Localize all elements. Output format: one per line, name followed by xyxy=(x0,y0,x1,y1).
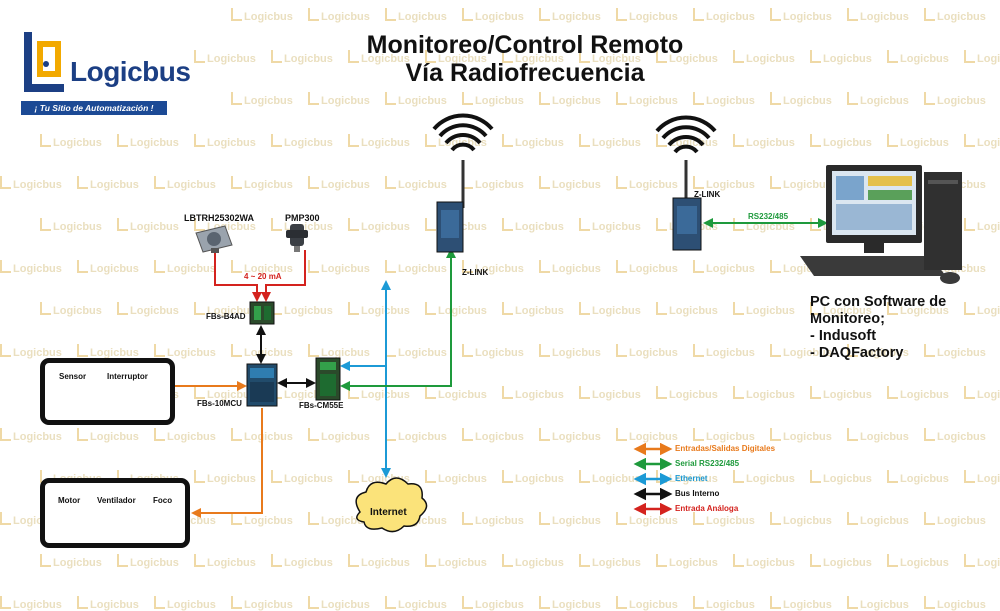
pc-line-2: Monitoreo; xyxy=(810,311,885,327)
lbtrh-label: LBTRH25302WA xyxy=(184,213,255,223)
lbtrh-sensor-icon xyxy=(195,225,233,253)
cm55e-module-icon xyxy=(315,357,341,401)
10mcu-label: FBs-10MCU xyxy=(197,399,242,408)
pmp300-label: PMP300 xyxy=(285,213,320,223)
zlink-2-label: Z-LINK xyxy=(694,190,721,199)
legend-label-ethernet: Ethernet xyxy=(675,474,708,483)
inputs-box: Sensor Interruptor xyxy=(40,358,175,425)
zlink-2-device-icon xyxy=(655,115,717,251)
analog-line-lbtrh xyxy=(214,250,262,302)
serial-link-label: RS232/485 xyxy=(748,212,789,221)
legend-label-serial: Serial RS232/485 xyxy=(675,459,740,468)
analog-range-label: 4 ~ 20 mA xyxy=(244,272,282,281)
serial-line-zlink xyxy=(340,248,456,391)
pc-description: PC con Software de Monitoreo; - Indusoft… xyxy=(810,294,946,362)
legend-label-digital: Entradas/Salidas Digitales xyxy=(675,444,776,453)
outputs-box: Motor Ventilador Foco xyxy=(40,478,190,548)
digital-line-outputs xyxy=(191,408,263,518)
zlink-1-label: Z-LINK xyxy=(462,268,489,277)
motor-label: Motor xyxy=(58,496,81,505)
legend-label-analog: Entrada Análoga xyxy=(675,504,739,513)
cm55e-label: FBs-CM55E xyxy=(299,401,344,410)
interruptor-label: Interruptor xyxy=(107,372,148,381)
title-line-2: Vía Radiofrecuencia xyxy=(405,59,645,87)
pc-workstation-icon xyxy=(800,165,962,284)
zlink-1-device-icon xyxy=(432,113,494,253)
foco-label: Foco xyxy=(153,496,173,505)
logo-mark-icon xyxy=(24,32,64,92)
pc-line-3: - Indusoft xyxy=(810,328,877,344)
b4ad-label: FBs-B4AD xyxy=(206,312,246,321)
10mcu-module-icon xyxy=(246,363,278,407)
logo: Logicbus ¡ Tu Sitio de Automatización ! xyxy=(0,0,191,120)
title-line-1: Monitoreo/Control Remoto xyxy=(366,31,684,59)
pmp300-sensor-icon xyxy=(286,224,308,252)
logo-name: Logicbus xyxy=(70,56,191,87)
internet-label: Internet xyxy=(370,507,407,518)
analog-line-pmp xyxy=(261,250,306,302)
pc-line-1: PC con Software de xyxy=(810,294,947,310)
legend-label-bus: Bus Interno xyxy=(675,489,720,498)
logo-tagline: ¡ Tu Sitio de Automatización ! xyxy=(21,101,167,115)
sensor-label: Sensor xyxy=(59,372,87,381)
pc-line-4: - DAQFactory xyxy=(810,345,904,361)
internet-cloud-icon xyxy=(355,477,428,533)
b4ad-module-icon xyxy=(249,301,275,325)
ventilador-label: Ventilador xyxy=(97,496,136,505)
